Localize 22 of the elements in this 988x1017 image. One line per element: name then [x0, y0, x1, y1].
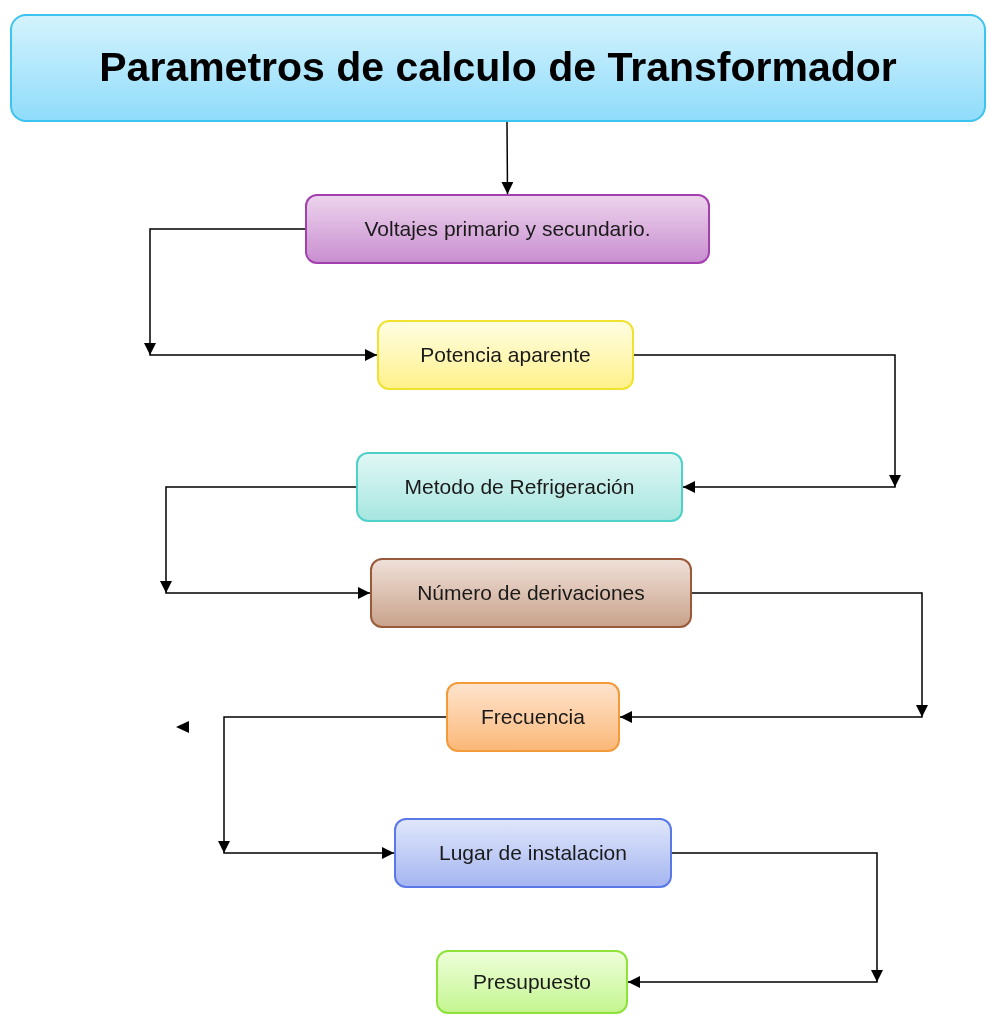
process-box	[305, 194, 710, 264]
process-box	[436, 950, 628, 1014]
connector-arrow	[619, 592, 928, 723]
box-label: Potencia aparente	[420, 341, 591, 368]
connector-arrow	[501, 121, 514, 195]
connector-arrow	[633, 354, 901, 493]
process-box	[377, 320, 634, 390]
process-box	[356, 452, 683, 522]
connector-arrow	[627, 852, 883, 988]
connector-arrow	[218, 716, 447, 859]
box-label: Frecuencia	[481, 703, 585, 730]
connector-arrow	[160, 486, 371, 599]
process-box	[370, 558, 692, 628]
title: Parametros de calculo de Transformador	[99, 43, 897, 93]
process-box	[394, 818, 672, 888]
box-label: Número de derivaciones	[417, 579, 645, 606]
box-label: Voltajes primario y secundario.	[364, 215, 651, 242]
box-label: Metodo de Refrigeración	[404, 473, 635, 500]
box-label: Lugar de instalacion	[439, 839, 627, 866]
process-box	[446, 682, 620, 752]
connector-arrow	[144, 228, 378, 361]
box-label: Presupuesto	[473, 968, 591, 995]
